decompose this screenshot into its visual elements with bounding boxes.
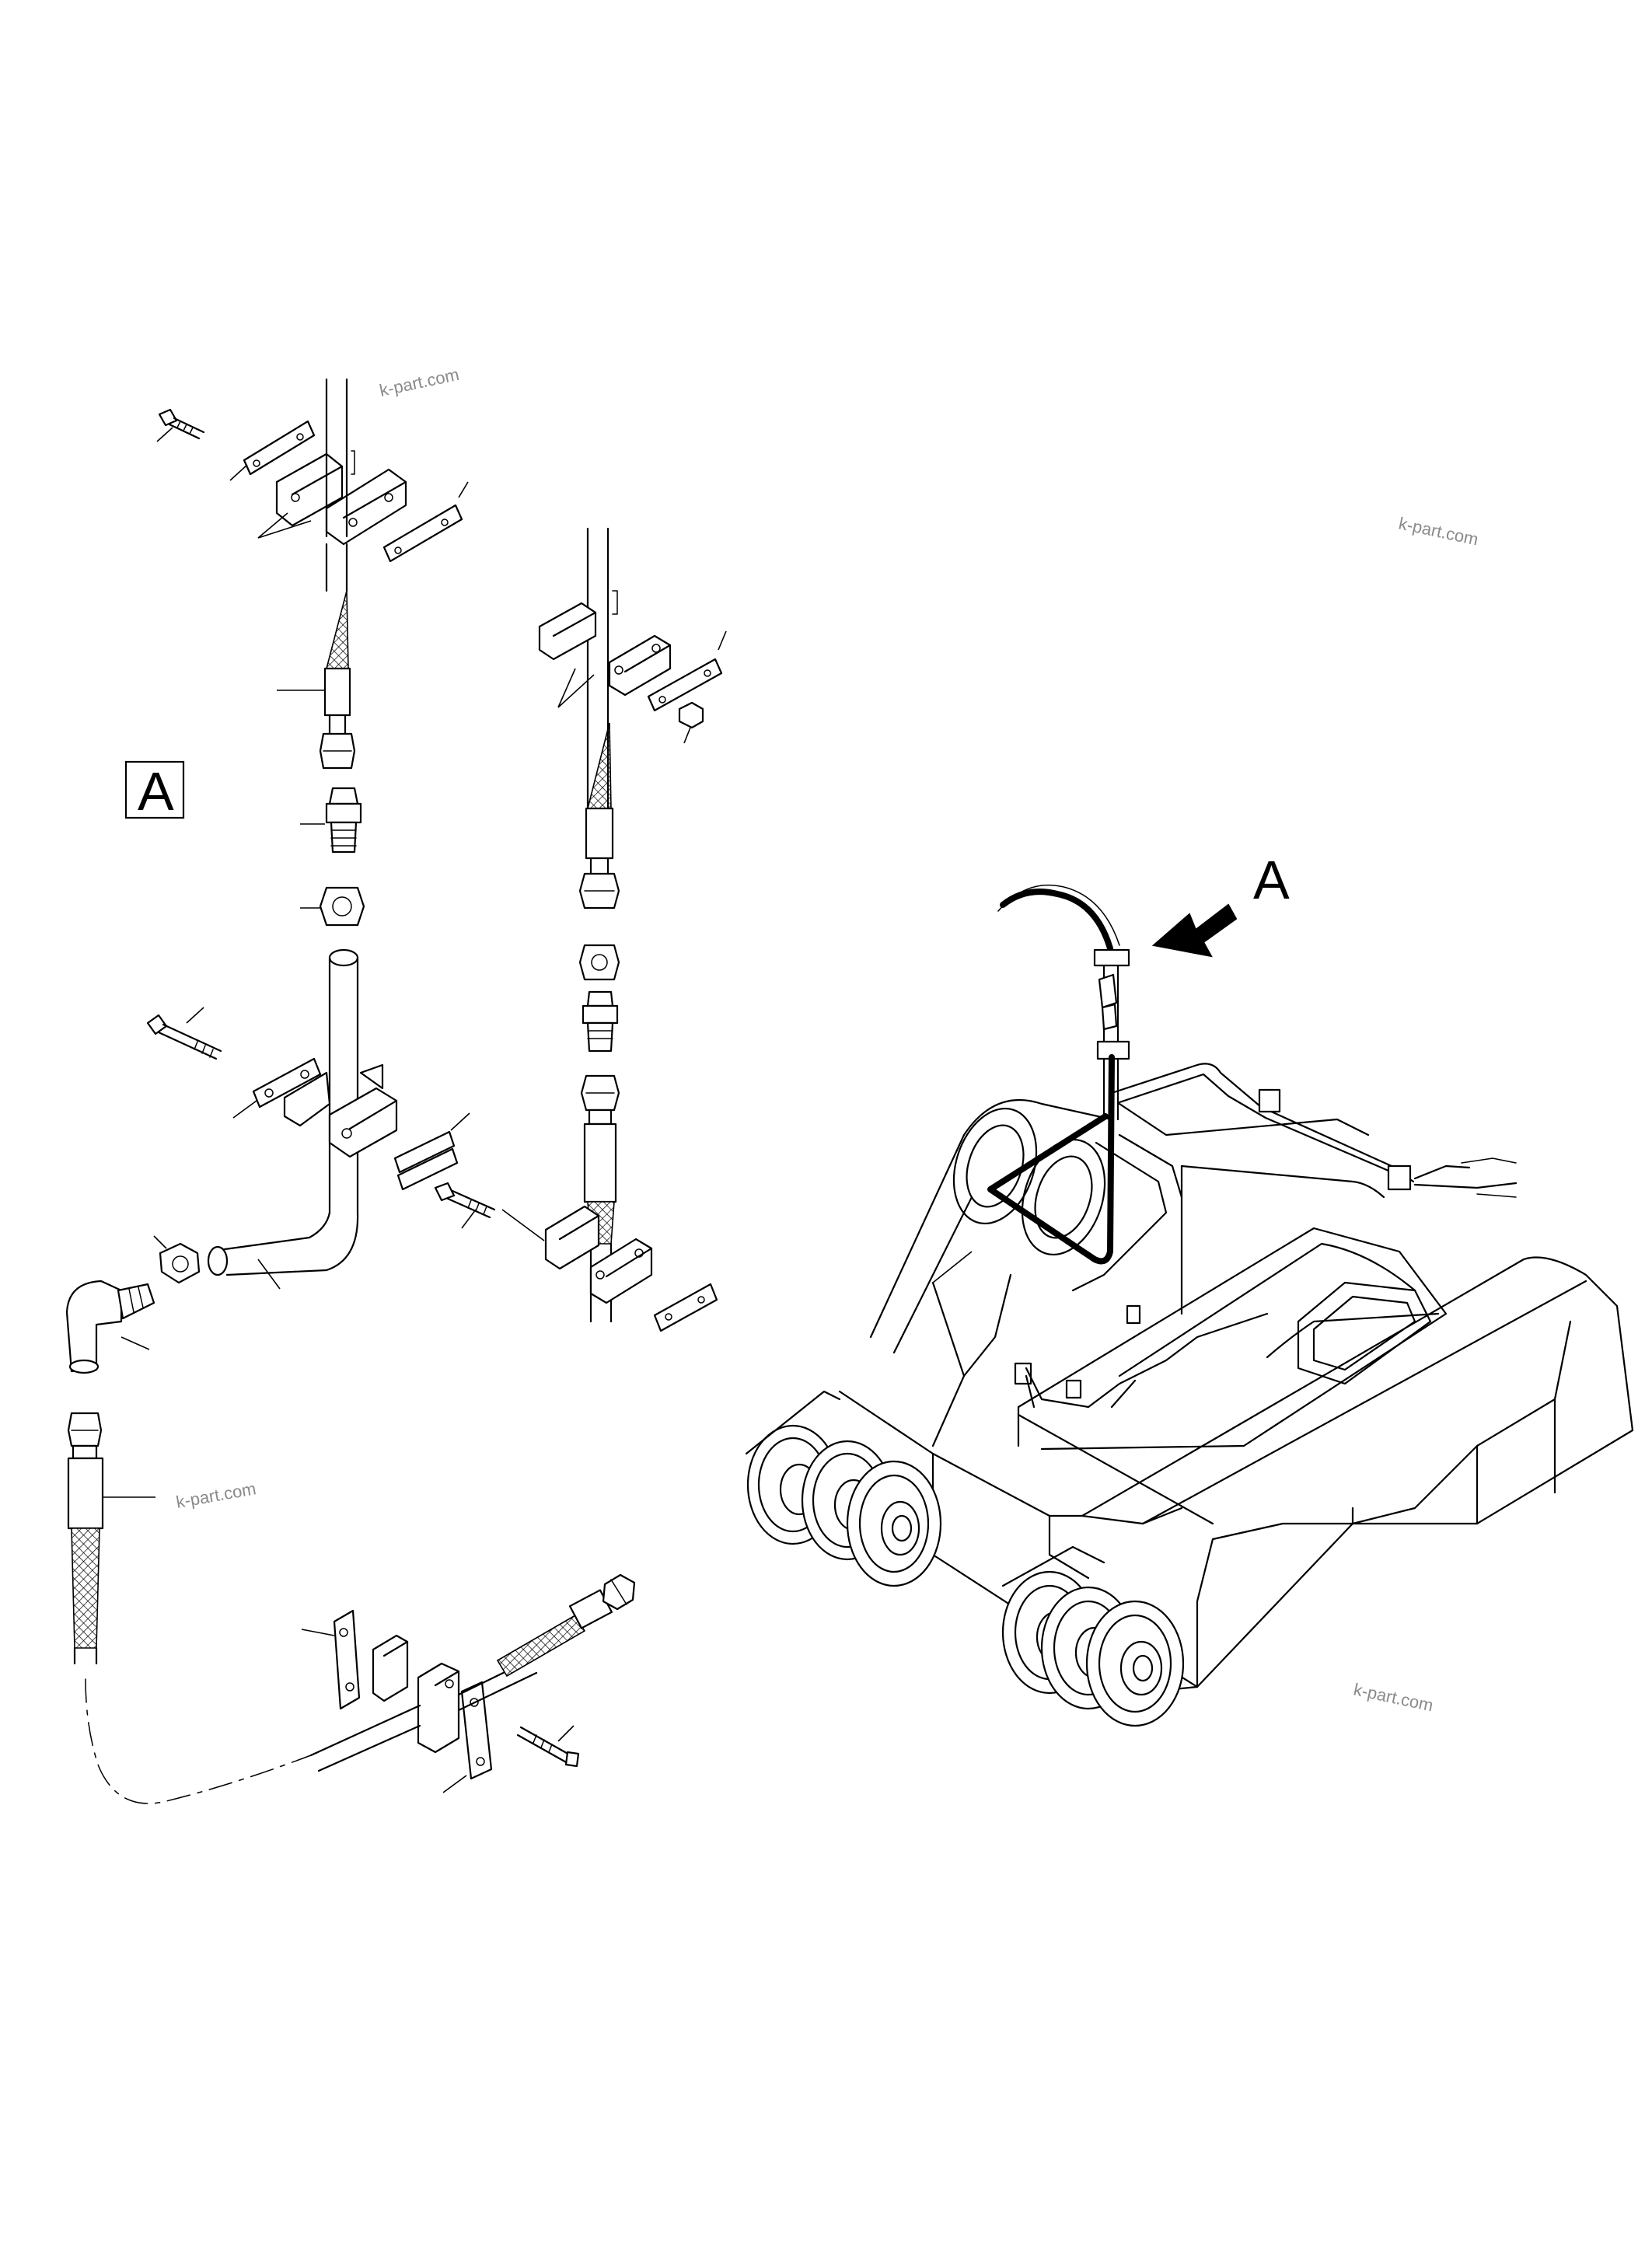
clamp-plate-icon	[442, 1681, 493, 1793]
watermark-2: k-part.com	[1397, 513, 1480, 549]
detail-label-text: A	[138, 761, 174, 822]
nut-icon	[678, 701, 704, 744]
detail-label-box: A	[124, 760, 185, 822]
clamp-assembly-lower	[301, 1573, 636, 1793]
roller-icon	[846, 1460, 942, 1587]
nut-icon	[153, 1235, 201, 1284]
clamp-block-icon	[608, 634, 672, 697]
view-arrow-label: A	[1253, 850, 1290, 910]
watermark-3: k-part.com	[175, 1479, 258, 1512]
elbow-fitting-icon	[65, 1280, 155, 1374]
bolt-icon	[434, 1182, 496, 1229]
fitting-adapter-icon	[300, 787, 362, 854]
clamp-block-icon	[417, 1662, 460, 1754]
nut-icon	[300, 886, 365, 927]
clamp-block-icon	[538, 602, 597, 661]
clamp-plate-icon	[232, 1057, 322, 1119]
watermark-1: k-part.com	[378, 365, 461, 400]
hose-assembly-right	[501, 527, 727, 1332]
clamp-block-icon	[589, 1238, 653, 1304]
clamp-block-icon	[283, 1063, 398, 1158]
clamp-plate-icon	[301, 1609, 361, 1710]
clamp-plate-icon	[382, 481, 469, 563]
hose-icon	[67, 1412, 312, 1804]
clamp-block-icon	[544, 1205, 600, 1270]
clip-icon	[393, 1112, 470, 1191]
clamp-plate-icon	[653, 1283, 718, 1332]
steel-pipe-icon	[207, 948, 359, 1290]
roller-icon	[1085, 1600, 1185, 1727]
clamp-plate-icon	[229, 420, 316, 481]
bolt-icon	[146, 1007, 222, 1060]
clamp-plate-icon	[647, 630, 727, 712]
boom-frame	[745, 884, 1634, 1727]
view-arrow: A	[1151, 850, 1290, 958]
hose-assembly-left	[156, 378, 469, 770]
bolt-icon	[156, 408, 205, 442]
bolt-icon	[516, 1725, 580, 1768]
clamp-block-icon	[372, 1634, 409, 1702]
watermark-4: k-part.com	[1352, 1679, 1435, 1715]
